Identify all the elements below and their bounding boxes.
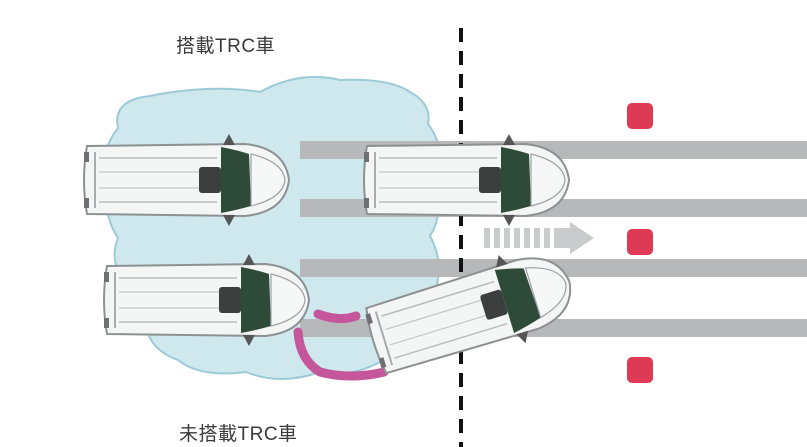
car-icon xyxy=(363,133,570,227)
car-icon xyxy=(103,253,310,347)
label-without-trc: 未搭載TRC車 xyxy=(179,424,298,445)
skid-trail-icon xyxy=(293,309,389,381)
arrow-right-icon xyxy=(484,222,594,254)
label-with-trc: 搭載TRC車 xyxy=(176,36,276,57)
car-icon xyxy=(83,133,290,227)
marker-square-icon xyxy=(627,103,653,383)
